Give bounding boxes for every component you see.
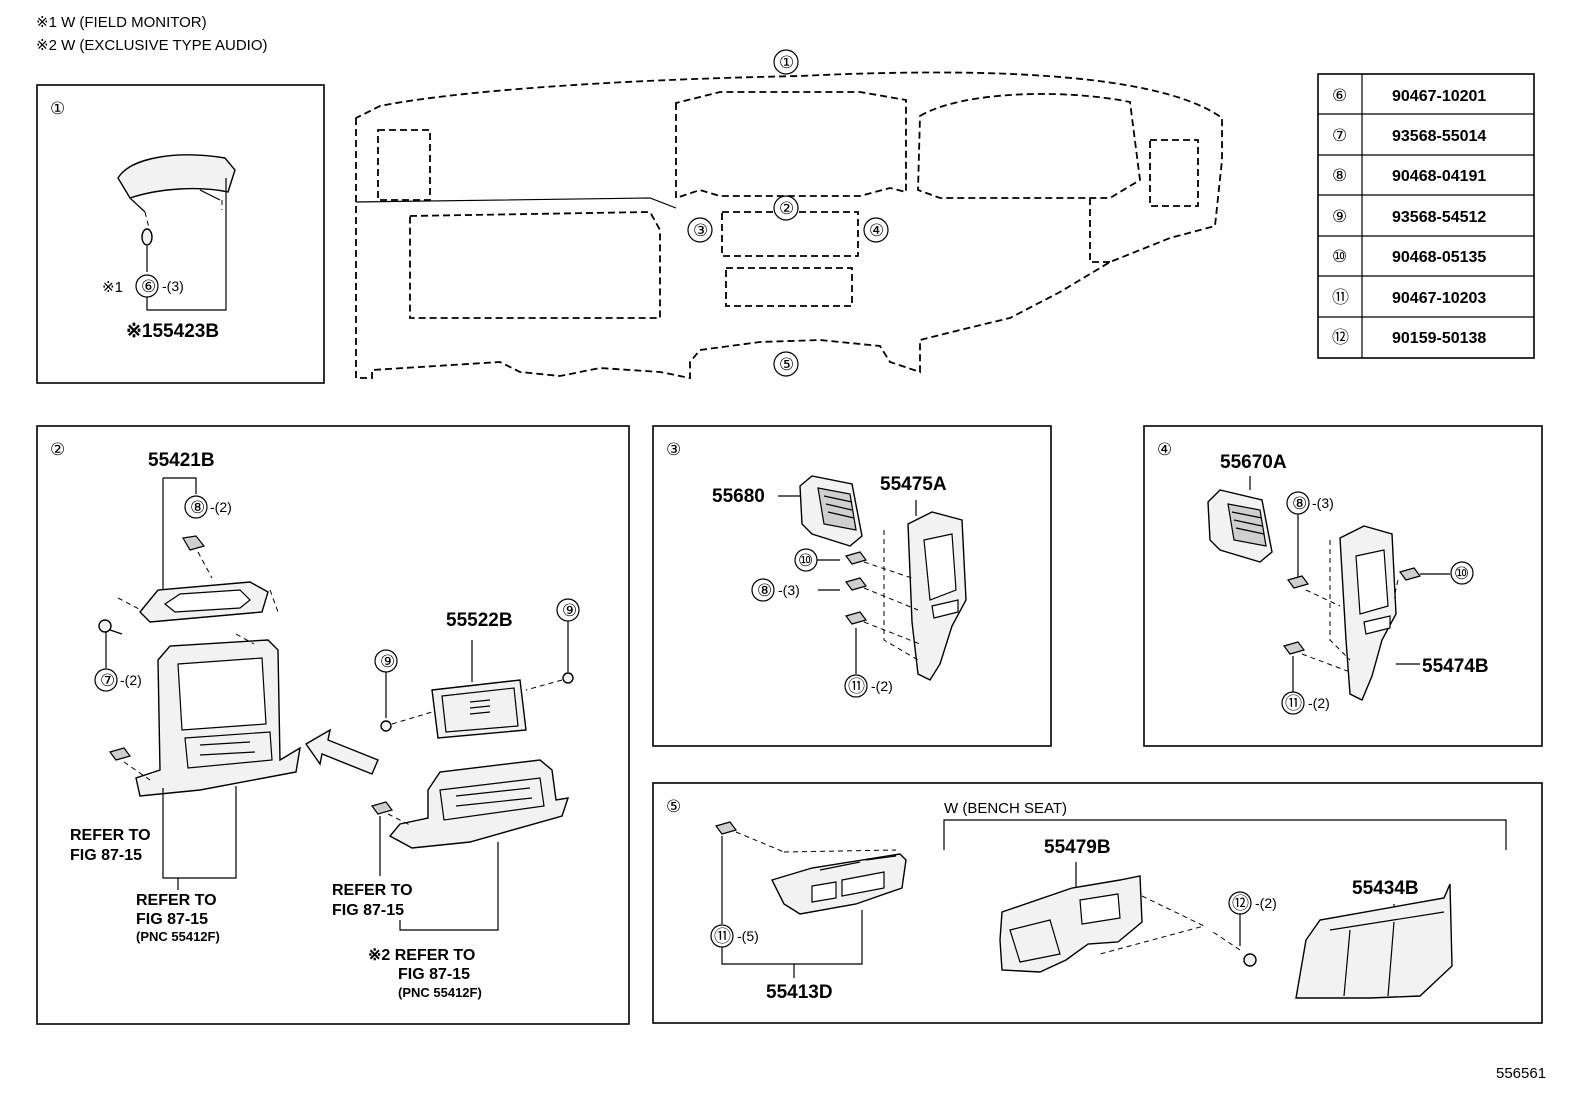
panel-2-ref-9-left: ⑨: [380, 652, 395, 671]
dashboard-outline: [355, 71, 1223, 380]
panel-1-fastener-ref: ⑥: [141, 277, 156, 296]
panel-1-clip: [141, 228, 153, 246]
panel-2-callout: ②: [50, 440, 65, 459]
panel-2-ref-7: ⑦: [100, 671, 115, 690]
panel-2-refer-4c: (PNC 55412F): [398, 985, 482, 1000]
panel-5-callout: ⑤: [666, 797, 681, 816]
panel-2-refer-1b: FIG 87-15: [70, 847, 142, 864]
panel-3-ref-10: ⑩: [798, 551, 813, 570]
dashboard-lower-area: [725, 267, 853, 307]
panel-2-qty-8: -(2): [210, 499, 232, 515]
legend-ref-9: ⑨: [1332, 207, 1347, 226]
legend-ref-8: ⑧: [1332, 166, 1347, 185]
overview-callout-2: ②: [779, 199, 794, 218]
panel-2-refer-1a: REFER TO: [70, 827, 151, 844]
panel-5-part-cover: 55434B: [1352, 878, 1419, 899]
overview-callout-1: ①: [779, 53, 794, 72]
panel-4-part-panel: 55474B: [1422, 656, 1489, 677]
panel-5-bench-seat: W (BENCH SEAT): [944, 800, 1067, 817]
panel-2-refer-3a: REFER TO: [332, 882, 413, 899]
panel-3-callout: ③: [666, 440, 681, 459]
panel-4-callout: ④: [1157, 440, 1172, 459]
legend-part-7: 93568-55014: [1392, 128, 1486, 145]
panel-4-side-panel: [1339, 525, 1397, 701]
legend-ref-7: ⑦: [1332, 126, 1347, 145]
overview-callout-5: ⑤: [779, 355, 794, 374]
panel-2-refer-3b: FIG 87-15: [332, 902, 404, 919]
legend-part-9: 93568-54512: [1392, 209, 1486, 226]
panel-5-lower-box: [999, 875, 1143, 973]
legend-part-6: 90467-10201: [1392, 88, 1486, 105]
panel-4-qty-8: -(3): [1312, 495, 1334, 511]
panel-2-refer-2c: (PNC 55412F): [136, 929, 220, 944]
panel-5-part-box: 55479B: [1044, 837, 1111, 858]
panel-5-lower-trim: [771, 853, 907, 915]
panel-2: ② 55421B ⑧ -(2) ⑦ -(2) REFER TO FIG 87-1…: [36, 425, 630, 1025]
panel-2-refer-2a: REFER TO: [136, 892, 217, 909]
dashboard-meter-area: [917, 93, 1141, 199]
note-field-monitor: ※1 W (FIELD MONITOR): [36, 14, 207, 31]
legend-part-10: 90468-05135: [1392, 249, 1486, 266]
legend-ref-10: ⑩: [1332, 247, 1347, 266]
panel-2-ref-9-right: ⑨: [562, 601, 577, 620]
panel-2-ref-8: ⑧: [190, 498, 205, 517]
figure-id: 556561: [1496, 1065, 1546, 1082]
panel-2-qty-7: -(2): [120, 672, 142, 688]
panel-5-ref-12: ⑫: [1232, 894, 1249, 913]
panel-4-ref-11: ⑪: [1285, 694, 1302, 713]
panel-5-qty-11: -(5): [737, 928, 759, 944]
legend-ref-12: ⑫: [1332, 328, 1349, 347]
legend-ref-11: ⑪: [1332, 288, 1349, 307]
panel-5-qty-12: -(2): [1255, 895, 1277, 911]
panel-4: ④ 55670A ⑧ -(3) ⑩ 55474B ⑪ -(2): [1143, 425, 1543, 747]
panel-3-part-panel: 55475A: [880, 474, 947, 495]
dashboard-overview: ① ② ③ ④ ⑤: [355, 49, 1223, 380]
panel-1-cover-part: [117, 154, 236, 199]
overview-callout-4: ④: [869, 221, 884, 240]
panel-3-qty-11: -(2): [871, 678, 893, 694]
panel-2-direction-arrow: [304, 728, 379, 775]
panel-1-callout: ①: [50, 99, 65, 118]
note-exclusive-audio: ※2 W (EXCLUSIVE TYPE AUDIO): [36, 37, 268, 54]
panel-2-refer-2b: FIG 87-15: [136, 911, 208, 928]
dashboard-right-vent-area: [1149, 139, 1199, 207]
panel-2-refer-4b: FIG 87-15: [398, 966, 470, 983]
panel-2-part-audio: 55522B: [446, 610, 513, 631]
panel-1-part-number: ※155423B: [126, 321, 219, 342]
legend-table: ⑥ 90467-10201 ⑦ 93568-55014 ⑧ 90468-0419…: [1317, 73, 1535, 359]
dashboard-display-area: [675, 91, 907, 200]
panel-4-part-vent: 55670A: [1220, 452, 1287, 473]
panel-4-ref-10: ⑩: [1454, 564, 1469, 583]
panel-5-cover: [1295, 883, 1453, 999]
overview-callout-3: ③: [693, 221, 708, 240]
panel-1-mark: ※1: [102, 279, 123, 296]
dashboard-audio-area: [721, 211, 859, 257]
panel-4-qty-11: -(2): [1308, 695, 1330, 711]
legend-ref-6: ⑥: [1332, 86, 1347, 105]
legend-part-8: 90468-04191: [1392, 168, 1486, 185]
panel-5-ref-11: ⑪: [714, 927, 731, 946]
legend-part-12: 90159-50138: [1392, 330, 1486, 347]
panel-3-part-vent: 55680: [712, 486, 765, 507]
dashboard-glovebox-area: [409, 211, 661, 319]
panel-2-refer-4a: ※2 REFER TO: [368, 947, 475, 964]
panel-4-ref-8: ⑧: [1292, 494, 1307, 513]
dashboard-left-vent-area: [377, 129, 431, 201]
panel-5-part-lower: 55413D: [766, 982, 833, 1003]
panel-1: ① ※1 ⑥ -(3) ※155423B: [36, 84, 325, 384]
panel-3-qty-8: -(3): [778, 582, 800, 598]
panel-2-part-top: 55421B: [148, 450, 215, 471]
panel-3-ref-11: ⑪: [848, 677, 865, 696]
panel-5: ⑤ ⑪ -(5) 55413D W (BENCH SEAT) 55479B ⑫ …: [652, 782, 1543, 1024]
panel-3-ref-8: ⑧: [757, 581, 772, 600]
legend-part-11: 90467-10203: [1392, 290, 1486, 307]
panel-3: ③ 55680 55475A ⑩ ⑧ -(3) ⑪ -(2): [652, 425, 1052, 747]
panel-1-qty: -(3): [162, 278, 184, 294]
